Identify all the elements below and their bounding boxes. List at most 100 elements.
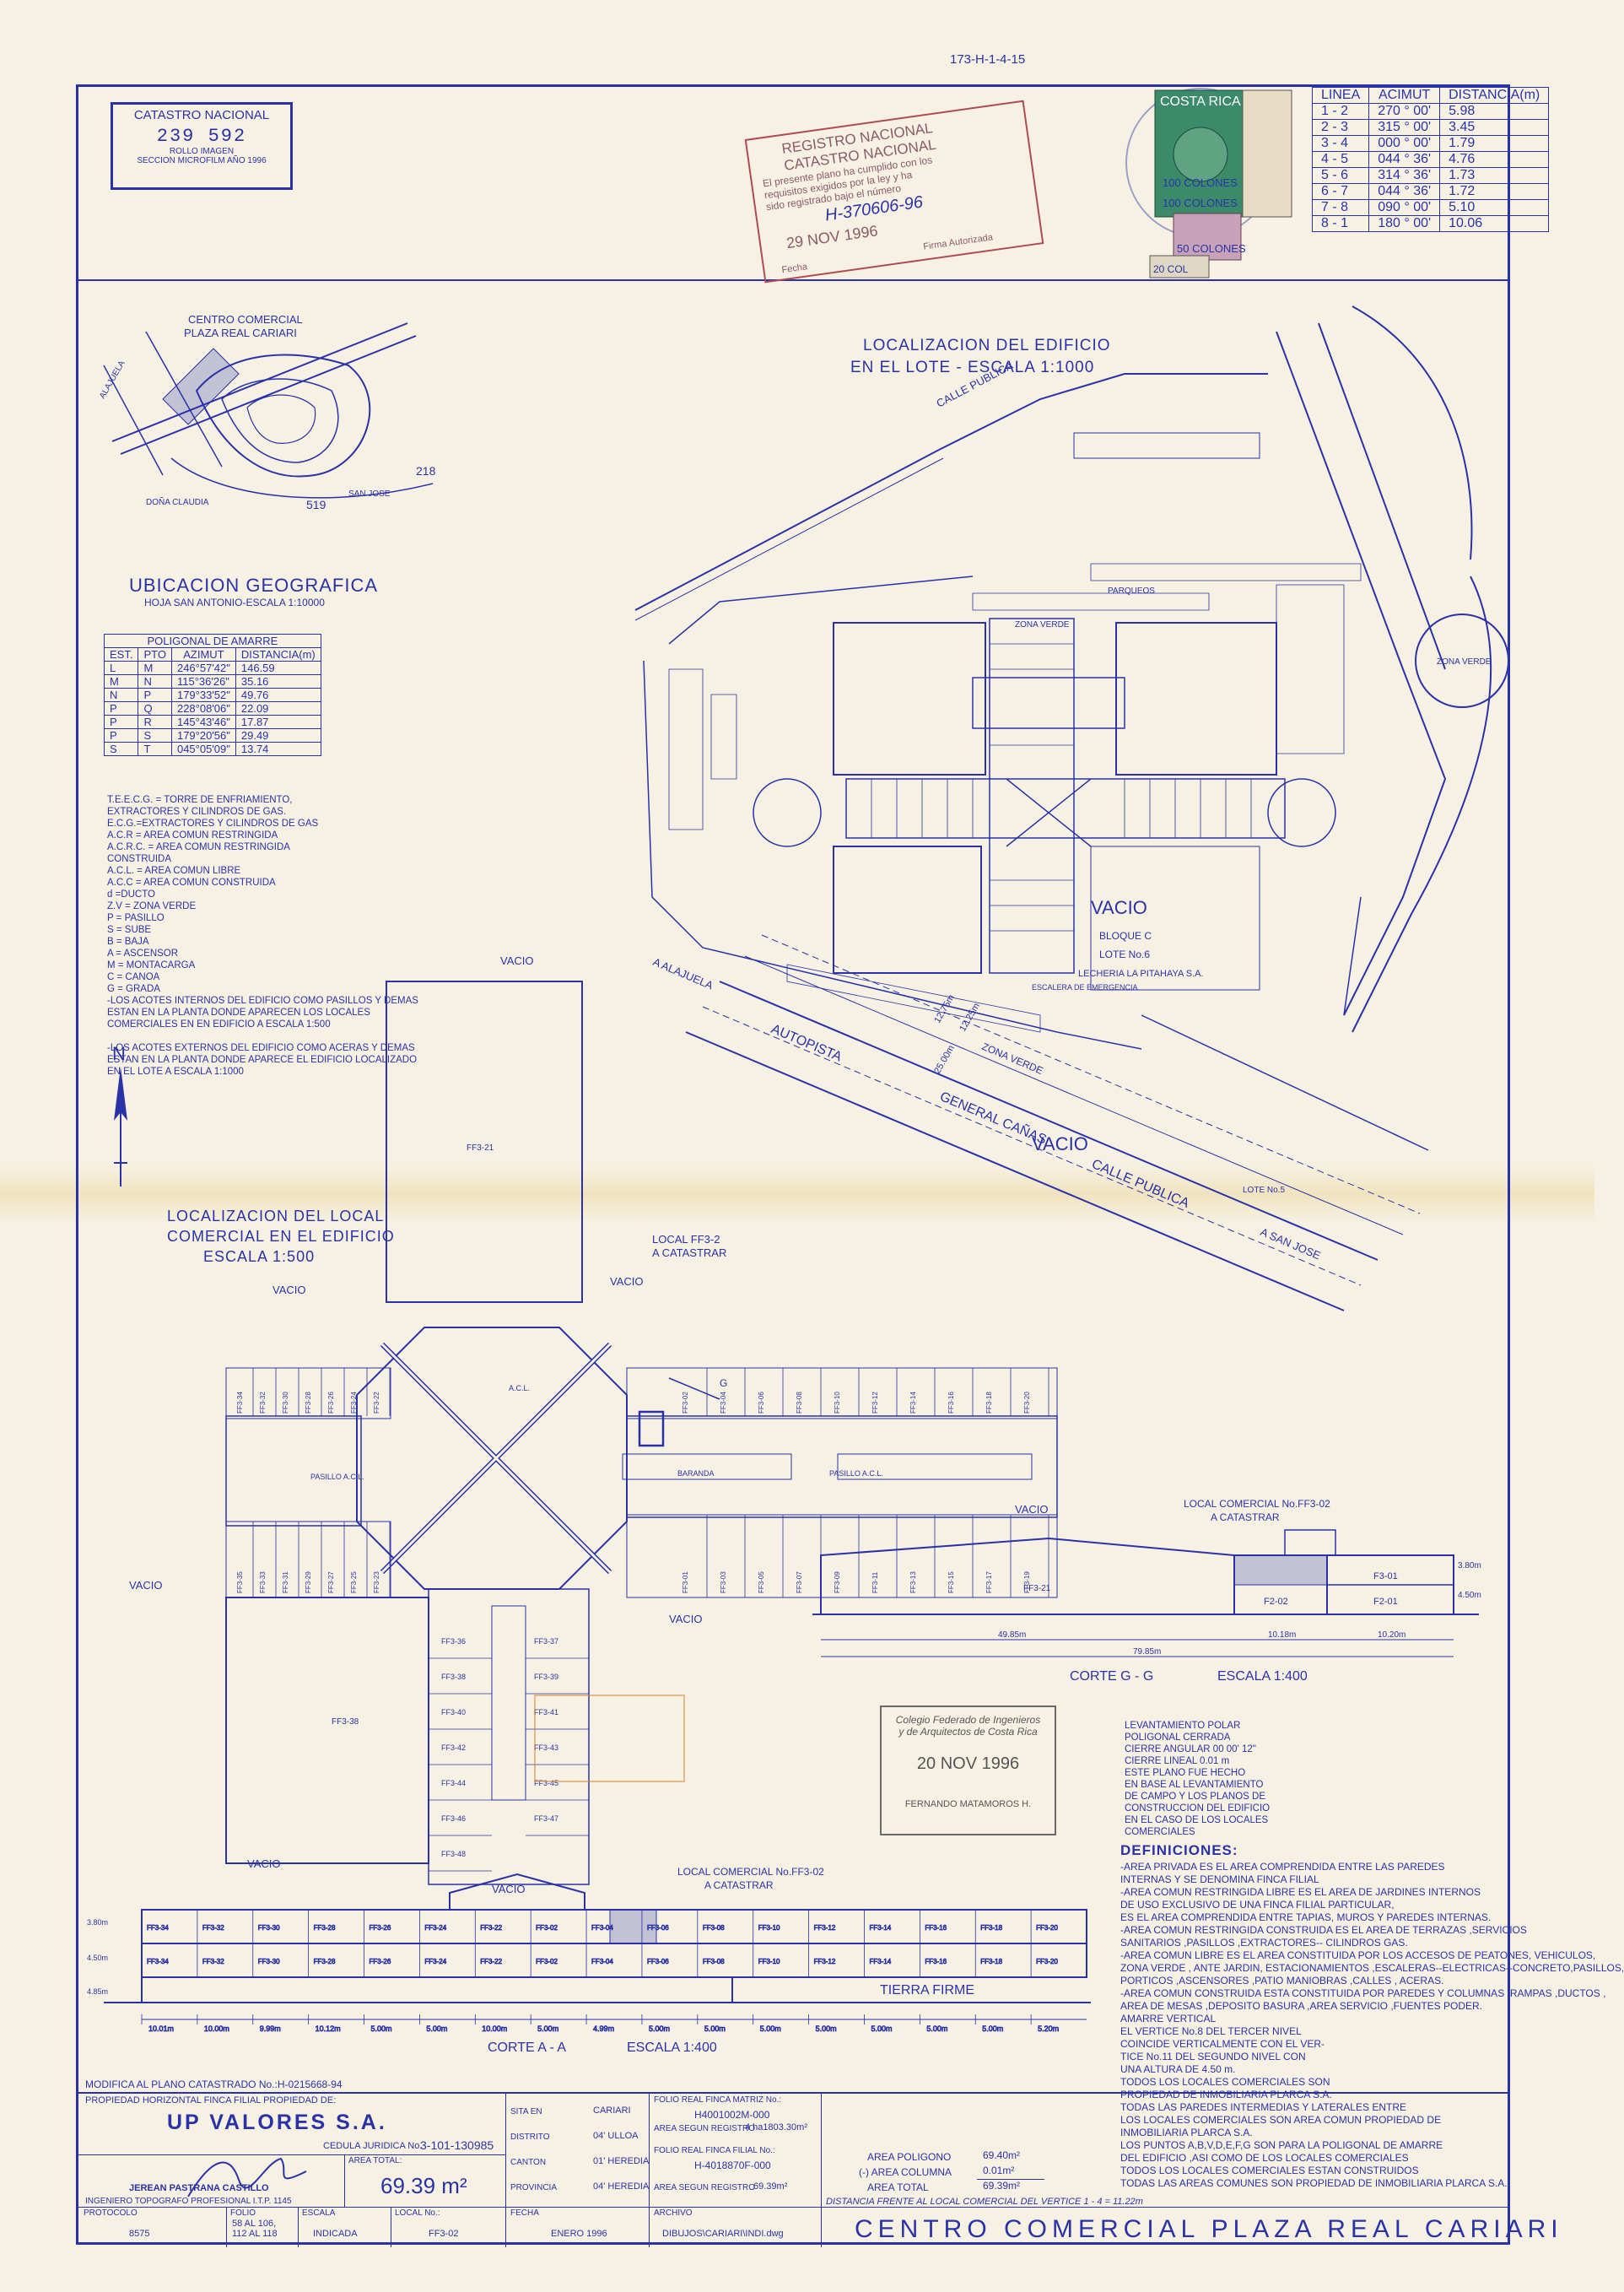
- ubicacion-subtitle: HOJA SAN ANTONIO-ESCALA 1:10000: [144, 597, 325, 608]
- unit-label: 5.00m: [426, 2024, 447, 2033]
- unit-label: FF3-08: [796, 1392, 803, 1414]
- unit-label: FF3-39: [534, 1673, 558, 1681]
- poligonal-cell: P: [103, 701, 139, 716]
- unit-label: FF3-11: [871, 1571, 879, 1593]
- definition-line: -AREA COMUN LIBRE ES EL AREA CONSTITUIDA…: [1120, 1949, 1596, 1961]
- gg-h2: 4.50m: [1458, 1591, 1481, 1600]
- unit-label: FF3-09: [834, 1571, 841, 1593]
- definition-line: COINCIDE VERTICALMENTE CON EL VER-: [1120, 2038, 1325, 2050]
- poligonal-cell: 13.74: [235, 742, 321, 756]
- tb-folio-label: FOLIO: [230, 2208, 256, 2218]
- local-vacio-n: VACIO: [500, 954, 534, 967]
- colegio-name: FERNANDO MATAMOROS H.: [904, 1799, 1032, 1809]
- survey-note-line: DE CAMPO Y LOS PLANOS DE: [1125, 1792, 1266, 1802]
- ubicacion-title: UBICACION GEOGRAFICA: [129, 575, 379, 596]
- gg-d1: 49.85m: [998, 1630, 1026, 1640]
- fold-crease: [0, 1165, 1594, 1224]
- tb-folio: 58 AL 106, 112 AL 118: [232, 2219, 278, 2239]
- unit-label: 5.00m: [871, 2024, 892, 2033]
- definition-line: LOS LOCALES COMERCIALES SON AREA COMUN P…: [1120, 2114, 1442, 2126]
- aa-title: CORTE A - A: [488, 2041, 566, 2055]
- map-san-jose: SAN JOSE: [348, 489, 391, 499]
- legend-line: A.C.R.C. = AREA COMUN RESTRINGIDA: [107, 842, 290, 852]
- unit-label: FF3-14: [869, 1924, 891, 1932]
- unit-label: 5.00m: [704, 2024, 726, 2033]
- survey-note-line: CIERRE ANGULAR 00 00' 12": [1125, 1744, 1256, 1754]
- definition-line: UNA ALTURA DE 4.50 m.: [1120, 2063, 1236, 2075]
- unit-label: FF3-01: [682, 1571, 689, 1593]
- definition-line: -AREA COMUN CONSTRUIDA ESTA CONSTITUIDA …: [1120, 1987, 1606, 1999]
- survey-note-line: POLIGONAL CERRADA: [1125, 1733, 1231, 1743]
- azimuth-cell: 1.73: [1439, 167, 1550, 184]
- azimuth-header: ACIMUT: [1368, 87, 1441, 104]
- definition-line: DE USO EXCLUSIVO DE UNA FINCA FILIAL PAR…: [1120, 1899, 1395, 1911]
- unit-label: FF3-24: [424, 1958, 446, 1965]
- definition-line: LOS PUNTOS A,B,V,D,E,F,G SON PARA LA POL…: [1120, 2139, 1443, 2151]
- poligonal-cell: P: [103, 728, 139, 743]
- project-title: CENTRO COMERCIAL PLAZA REAL CARIARI: [855, 2215, 1563, 2243]
- registro-stamp: REGISTRO NACIONAL CATASTRO NACIONAL El p…: [744, 100, 1044, 284]
- unit-label: FF3-03: [720, 1571, 727, 1593]
- unit-label: FF3-04: [591, 1924, 613, 1932]
- unit-label: FF3-45: [534, 1779, 558, 1787]
- aa-local-title2: A CATASTRAR: [704, 1879, 774, 1891]
- survey-note-line: CONSTRUCCION DEL EDIFICIO: [1125, 1803, 1271, 1814]
- unit-label: FF3-25: [350, 1571, 358, 1593]
- tb-protocolo: 8575: [129, 2229, 150, 2239]
- survey-note-line: CIERRE LINEAL 0.01 m: [1125, 1756, 1230, 1766]
- site-parqueos: PARQUEOS: [1108, 587, 1155, 596]
- tb-provincia: 04' HEREDIA: [593, 2181, 650, 2192]
- area-columna: 0.01m²: [983, 2165, 1015, 2176]
- azimuth-cell: 044 ° 36': [1368, 183, 1441, 200]
- definition-line: PROPIEDAD DE INMOBILIARIA PLARCA S.A.: [1120, 2089, 1332, 2100]
- unit-label: FF3-22: [480, 1958, 502, 1965]
- tb-cedula-label: CEDULA JURIDICA No.: [323, 2141, 423, 2151]
- poligonal-cell: 35.16: [235, 674, 321, 689]
- engineer-signature: [187, 2157, 307, 2197]
- sheet-code: 173-H-1-4-15: [950, 52, 1026, 67]
- azimuth-cell: 1.79: [1439, 135, 1550, 152]
- legend-line: ESTAN EN LA PLANTA DONDE APARECE EL EDIF…: [107, 1055, 418, 1065]
- unit-label: 5.00m: [537, 2024, 558, 2033]
- unit-label: FF3-18: [980, 1958, 1002, 1965]
- drawing-sheet: CATASTRO NACIONAL 239 592 ROLLO IMAGEN S…: [76, 84, 1624, 2247]
- aa-scale: ESCALA 1:400: [627, 2041, 717, 2055]
- registro-firma-label: Firma Autorizada: [922, 232, 994, 252]
- tb-distrito: 04' ULLOA: [593, 2131, 639, 2141]
- local-ff3-38: FF3-38: [332, 1717, 359, 1727]
- legend-line: -LOS ACOTES EXTERNOS DEL EDIFICIO COMO A…: [107, 1043, 415, 1053]
- unit-label: FF3-15: [947, 1571, 955, 1593]
- poligonal-cell: P: [103, 715, 139, 729]
- azimuth-cell: 1.72: [1439, 183, 1550, 200]
- poligonal-cell: 22.09: [235, 701, 321, 716]
- unit-label: FF3-47: [534, 1814, 558, 1823]
- local-g-marker: G: [720, 1377, 727, 1389]
- legend-line: B = BAJA: [107, 937, 149, 947]
- local-vacio-e: VACIO: [1015, 1503, 1049, 1516]
- tb-engineer: JEREAN PASTRANA CASTILLO: [129, 2183, 269, 2193]
- azimuth-cell: 8 - 1: [1311, 215, 1370, 232]
- azimuth-cell: 3 - 4: [1311, 135, 1370, 152]
- stamp-value4: 20 COL: [1153, 263, 1189, 275]
- unit-label: FF3-43: [534, 1743, 558, 1752]
- poligonal-cell: 246°57'42": [170, 661, 236, 675]
- survey-note-line: COMERCIALES: [1125, 1827, 1195, 1837]
- unit-label: FF3-46: [441, 1814, 466, 1823]
- catastro-line1: ROLLO IMAGEN: [169, 147, 235, 156]
- azimuth-cell: 4.76: [1439, 151, 1550, 168]
- colegio-date: 20 NOV 1996: [916, 1754, 1020, 1773]
- colegio-stamp: Colegio Federado de Ingenieros y de Arqu…: [880, 1705, 1056, 1835]
- legend-line: -LOS ACOTES INTERNOS DEL EDIFICIO COMO P…: [107, 996, 418, 1006]
- poligonal-cell: 146.59: [235, 661, 321, 675]
- azimuth-cell: 3.45: [1439, 119, 1550, 136]
- unit-label: FF3-34: [236, 1392, 244, 1414]
- unit-label: FF3-26: [327, 1392, 335, 1414]
- site-title2: EN EL LOTE - ESCALA 1:1000: [850, 359, 1095, 376]
- tb-line1: [78, 2154, 505, 2155]
- unit-label: FF3-16: [947, 1392, 955, 1414]
- unit-label: FF3-23: [373, 1571, 380, 1593]
